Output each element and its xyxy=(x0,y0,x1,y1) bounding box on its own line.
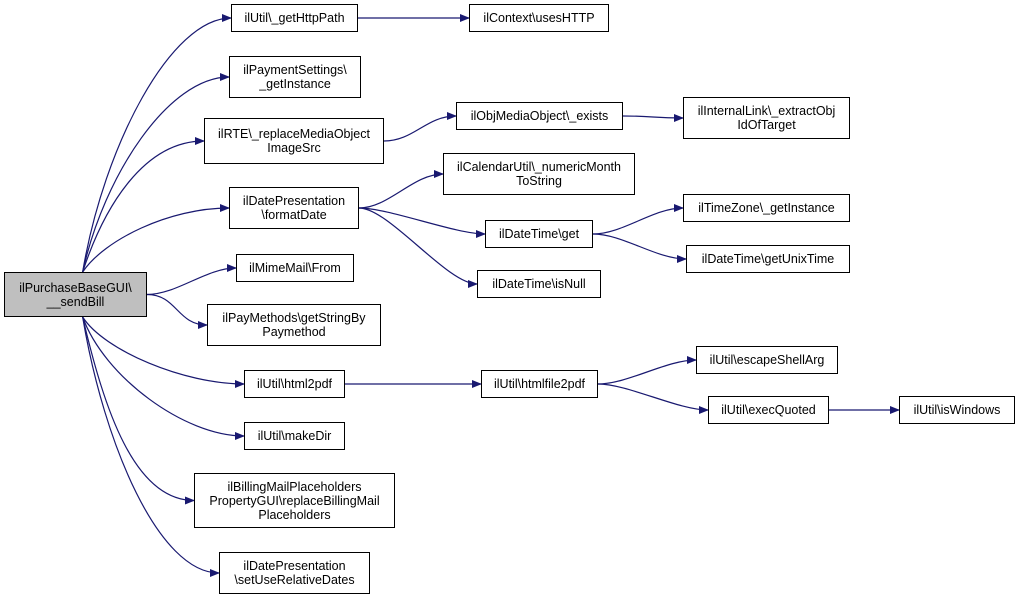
node-iswindows[interactable]: ilUtil\isWindows xyxy=(899,396,1015,424)
node-label-line: Paymethod xyxy=(262,325,326,339)
node-html2pdf[interactable]: ilUtil\html2pdf xyxy=(244,370,345,398)
edge-root-to-billing xyxy=(82,316,195,505)
edge-root-to-makedir xyxy=(82,316,245,440)
node-label-line: _getInstance xyxy=(259,77,331,91)
node-label-line: ilPaymentSettings\ xyxy=(243,63,347,77)
edge-root-to-relative xyxy=(82,316,220,577)
node-label-line: Placeholders xyxy=(258,507,331,522)
edge-dtget-to-tzinst xyxy=(592,204,684,235)
node-useshttp[interactable]: ilContext\usesHTTP xyxy=(469,4,609,32)
node-label-line: ilUtil\_getHttpPath xyxy=(244,11,345,25)
node-label-line: ilRTE\_replaceMediaObject xyxy=(218,127,370,141)
node-htmlfile2pdf[interactable]: ilUtil\htmlfile2pdf xyxy=(481,370,598,398)
node-label-line: ilPurchaseBaseGUI\ xyxy=(19,280,132,295)
node-label-line: ilMimeMail\From xyxy=(249,261,341,275)
node-label-line: ilDateTime\get xyxy=(498,227,580,241)
node-label-line: ilDateTime\isNull xyxy=(492,277,586,291)
node-paysettings[interactable]: ilPaymentSettings\_getInstance xyxy=(229,56,361,98)
edge-root-to-paysettings xyxy=(82,73,230,273)
node-label-line: ilInternalLink\_extractObj xyxy=(697,104,836,118)
node-label-line: ilTimeZone\_getInstance xyxy=(698,201,835,215)
node-label-line: ilUtil\escapeShellArg xyxy=(709,353,825,367)
edge-formatdate-to-calutil xyxy=(358,170,444,209)
node-isnull[interactable]: ilDateTime\isNull xyxy=(477,270,601,298)
node-label-line: ilUtil\html2pdf xyxy=(256,377,333,391)
node-unixtime[interactable]: ilDateTime\getUnixTime xyxy=(686,245,850,273)
node-gethttppath[interactable]: ilUtil\_getHttpPath xyxy=(231,4,358,32)
edge-root-to-html2pdf xyxy=(82,316,245,388)
node-label-line: ilUtil\makeDir xyxy=(257,429,332,443)
edge-objexists-to-intlink xyxy=(622,113,684,122)
node-label-line: ilUtil\htmlfile2pdf xyxy=(493,377,585,391)
node-label-line: ilContext\usesHTTP xyxy=(483,11,595,25)
edge-root-to-rte xyxy=(82,137,205,273)
node-label-line: ilBillingMailPlaceholders xyxy=(227,479,362,494)
node-dtget[interactable]: ilDateTime\get xyxy=(485,220,593,248)
node-makedir[interactable]: ilUtil\makeDir xyxy=(244,422,345,450)
node-relative[interactable]: ilDatePresentation\setUseRelativeDates xyxy=(219,552,370,594)
edge-htmlfile2pdf-to-execquoted xyxy=(597,383,709,414)
edge-formatdate-to-dtget xyxy=(358,207,486,238)
edge-root-to-gethttppath xyxy=(82,14,232,273)
node-label-line: ToString xyxy=(516,174,562,188)
edge-root-to-mimefrom xyxy=(146,264,237,296)
node-label-line: ilDateTime\getUnixTime xyxy=(701,252,835,266)
node-formatdate[interactable]: ilDatePresentation\formatDate xyxy=(229,187,359,229)
edge-rte-to-objexists xyxy=(383,112,457,142)
node-label-line: ilCalendarUtil\_numericMonth xyxy=(457,160,621,174)
node-label-line: ilDatePresentation xyxy=(243,559,346,573)
node-label-line: ilObjMediaObject\_exists xyxy=(470,109,609,123)
node-label-line: ilUtil\execQuoted xyxy=(721,403,816,417)
node-label-line: ilPayMethods\getStringBy xyxy=(222,311,366,325)
edge-formatdate-to-isnull xyxy=(358,207,478,288)
edge-root-to-formatdate xyxy=(82,204,230,273)
edge-root-to-paymethods xyxy=(146,293,208,329)
node-objexists[interactable]: ilObjMediaObject\_exists xyxy=(456,102,623,130)
node-escarg[interactable]: ilUtil\escapeShellArg xyxy=(696,346,838,374)
node-label-line: __sendBill xyxy=(46,294,105,309)
node-root: ilPurchaseBaseGUI\__sendBill xyxy=(4,272,147,317)
node-label-line: ilDatePresentation xyxy=(242,194,346,208)
node-label-line: PropertyGUI\replaceBillingMail xyxy=(209,493,380,508)
node-label-line: ImageSrc xyxy=(267,141,321,155)
node-mimefrom[interactable]: ilMimeMail\From xyxy=(236,254,354,282)
node-label-line: \setUseRelativeDates xyxy=(234,573,355,587)
node-execquoted[interactable]: ilUtil\execQuoted xyxy=(708,396,829,424)
edge-htmlfile2pdf-to-escarg xyxy=(597,356,697,385)
node-label-line: IdOfTarget xyxy=(737,118,796,132)
node-label-line: \formatDate xyxy=(261,208,327,222)
edge-dtget-to-unixtime xyxy=(592,233,687,263)
node-tzinst[interactable]: ilTimeZone\_getInstance xyxy=(683,194,850,222)
node-label-line: ilUtil\isWindows xyxy=(913,403,1001,417)
